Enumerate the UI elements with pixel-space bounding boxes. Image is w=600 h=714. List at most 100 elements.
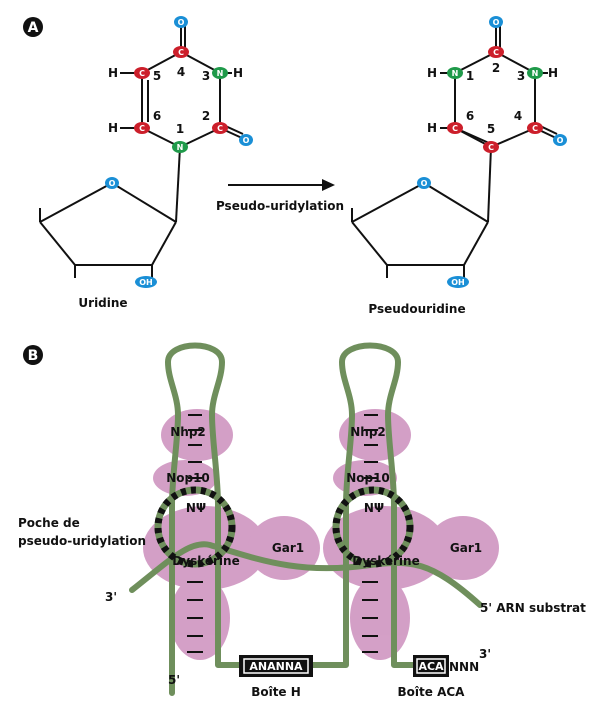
pseudouridine-h-1: H	[427, 66, 437, 80]
box-h: ANANNA	[239, 655, 313, 677]
svg-text:C: C	[178, 48, 184, 57]
svg-text:O: O	[243, 136, 250, 145]
pseudouridine-oxygen-right	[553, 134, 567, 146]
uridine-number-1: 1	[176, 122, 184, 136]
nnn-label: NNN	[449, 660, 479, 674]
svg-text:OH: OH	[139, 278, 153, 287]
pocket-label-line1: Poche de	[18, 516, 80, 530]
pseudouridine-sugar-oxygen	[417, 177, 431, 189]
pseudouridine-carbon-5	[483, 141, 499, 153]
pseudouridine-carbon-4	[527, 122, 543, 134]
pseudouridine-hydroxyl	[447, 276, 469, 288]
uridine-sugar-ring	[39, 182, 177, 282]
base-pairs-left	[187, 414, 203, 653]
nop10-label-right: Nop10	[346, 471, 390, 485]
dyskerin-label-left: Dyskérine	[172, 554, 239, 568]
pseudouridine-h-6: H	[427, 121, 437, 135]
uridine-nitrogen-1	[172, 141, 188, 153]
uridine-carbon-4	[173, 46, 189, 58]
nop10-label-left: Nop10	[166, 471, 210, 485]
nhp2-label-right: Nhp2	[350, 425, 386, 439]
pseudouridine-number-4: 4	[514, 109, 522, 123]
pseudouridine-nitrogen-3	[527, 67, 543, 79]
psi-label-left: NΨ	[186, 501, 206, 515]
uridine-sugar-oxygen	[105, 177, 119, 189]
svg-text:C: C	[488, 143, 494, 152]
uridine-name: Uridine	[78, 296, 127, 310]
uridine-oxygen-right	[239, 134, 253, 146]
gar1-label-right: Gar1	[450, 541, 482, 555]
uridine-h-3: H	[233, 66, 243, 80]
svg-text:O: O	[421, 179, 428, 188]
svg-text:C: C	[493, 48, 499, 57]
dyskerin-label-right: Dyskérine	[352, 554, 419, 568]
pseudouridine-number-2: 2	[492, 61, 500, 75]
uridine-h-5: H	[108, 66, 118, 80]
uridine-number-6: 6	[153, 109, 161, 123]
panel-a-letter: A	[28, 20, 39, 36]
psi-label-right: NΨ	[364, 501, 384, 515]
uridine-oxygen-top	[174, 16, 188, 28]
svg-text:N: N	[177, 143, 184, 152]
svg-text:N: N	[217, 69, 224, 78]
svg-text:C: C	[139, 124, 145, 133]
panel-a: A	[23, 16, 567, 316]
svg-text:O: O	[493, 18, 500, 27]
substrate-five-prime-label: 5' ARN substrat	[480, 601, 586, 615]
reaction-arrow	[228, 179, 335, 191]
pseudouridine-oxygen-top	[489, 16, 503, 28]
svg-text:C: C	[452, 124, 458, 133]
uridine-h-6: H	[108, 121, 118, 135]
substrate-rna	[129, 541, 483, 608]
nhp2-label-left: Nhp2	[170, 425, 206, 439]
svg-text:O: O	[109, 179, 116, 188]
snorna-three-prime: 3'	[479, 647, 491, 661]
gar1-label-left: Gar1	[272, 541, 304, 555]
svg-text:C: C	[139, 69, 145, 78]
pseudouridine-name: Pseudouridine	[368, 302, 465, 316]
uridine-hydroxyl	[135, 276, 157, 288]
pseudouridine-nitrogen-1	[447, 67, 463, 79]
svg-text:N: N	[532, 69, 539, 78]
uridine-carbon-2	[212, 122, 228, 134]
uridine-carbon-6	[134, 122, 150, 134]
pseudouridine-molecule: O C N N C C O C O OH H H H 2 3 1 6	[351, 16, 567, 316]
snorna-five-prime: 5'	[168, 673, 180, 687]
pseudouridine-carbon-6	[447, 122, 463, 134]
box-h-motif: ANANNA	[249, 660, 303, 673]
reaction-label: Pseudo-uridylation	[216, 199, 344, 213]
panel-a-badge	[23, 17, 43, 37]
pocket-ring-left	[154, 486, 236, 568]
uridine-nitrogen-3	[212, 67, 228, 79]
pseudouridine-number-6: 6	[466, 109, 474, 123]
pseudouridine-carbon-2	[488, 46, 504, 58]
svg-text:C: C	[532, 124, 538, 133]
uridine-carbon-5	[134, 67, 150, 79]
panel-b: B	[18, 342, 586, 699]
substrate-three-prime: 3'	[105, 590, 117, 604]
pseudouridine-sugar-ring	[351, 182, 489, 282]
base-pairs-right	[362, 414, 378, 653]
panel-b-letter: B	[28, 348, 39, 364]
svg-text:N: N	[452, 69, 459, 78]
gar1-blob-right	[427, 516, 499, 580]
pocket-label-line2: pseudo-uridylation	[18, 534, 146, 548]
pseudouridine-number-3: 3	[517, 69, 525, 83]
gar1-blob-left	[248, 516, 320, 580]
svg-text:O: O	[557, 136, 564, 145]
dyskerin-lower-blob-right	[350, 576, 410, 660]
pseudouridine-number-5: 5	[487, 122, 495, 136]
uridine-number-4: 4	[177, 65, 185, 79]
pocket-ring-right	[332, 486, 414, 568]
svg-text:O: O	[178, 18, 185, 27]
box-aca-label: Boîte ACA	[398, 685, 466, 699]
panel-b-badge	[23, 345, 43, 365]
box-aca-motif: ACA	[418, 660, 444, 673]
uridine-number-5: 5	[153, 69, 161, 83]
box-h-label: Boîte H	[251, 685, 301, 699]
svg-text:C: C	[217, 124, 223, 133]
pseudouridine-number-1: 1	[466, 69, 474, 83]
pseudouridine-h-3: H	[548, 66, 558, 80]
uridine-number-2: 2	[202, 109, 210, 123]
